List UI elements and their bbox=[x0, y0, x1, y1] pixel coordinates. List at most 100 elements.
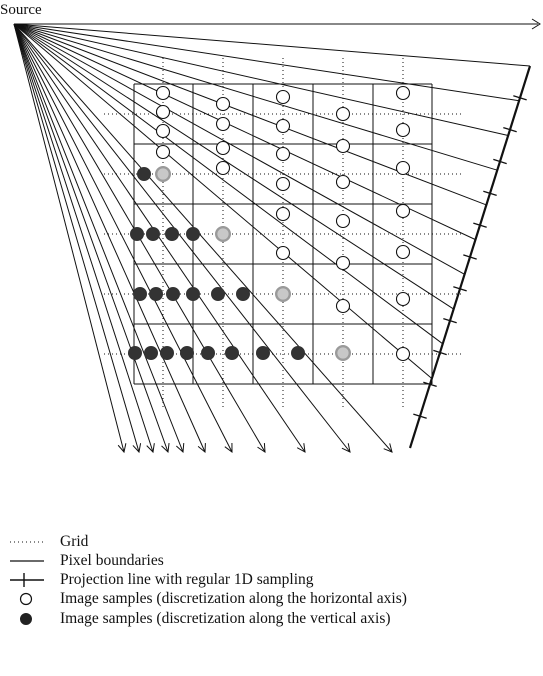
projection-tick bbox=[513, 95, 527, 101]
open-sample bbox=[335, 174, 351, 190]
filled-sample bbox=[211, 287, 225, 301]
projection-tick bbox=[503, 126, 517, 133]
filled-sample bbox=[160, 346, 174, 360]
intersection-sample bbox=[275, 286, 292, 303]
filled-sample bbox=[146, 227, 160, 241]
open-sample bbox=[155, 144, 171, 160]
filled-sample bbox=[166, 287, 180, 301]
filled-sample bbox=[128, 346, 142, 360]
ray-arrowhead bbox=[176, 443, 185, 454]
ray bbox=[13, 23, 169, 453]
ray bbox=[13, 23, 465, 275]
open-sample bbox=[215, 140, 231, 156]
pixel-boundaries bbox=[133, 83, 433, 385]
legend-label-projection-line: Projection line with regular 1D sampling bbox=[60, 571, 314, 588]
solid-line-icon bbox=[10, 560, 44, 562]
ray bbox=[13, 23, 433, 379]
filled-circle-icon bbox=[20, 613, 32, 625]
filled-sample bbox=[236, 287, 250, 301]
legend-item-filled-samples: Image samples (discretization along the … bbox=[0, 609, 543, 629]
filled-sample bbox=[133, 287, 147, 301]
ray bbox=[13, 23, 306, 453]
filled-sample bbox=[137, 167, 151, 181]
ray bbox=[13, 23, 487, 206]
filled-sample bbox=[165, 227, 179, 241]
ray-arrowhead bbox=[296, 443, 306, 453]
open-sample bbox=[335, 298, 351, 314]
projection-tick bbox=[433, 349, 447, 356]
open-circle-icon bbox=[19, 592, 33, 606]
intersection-sample bbox=[154, 165, 171, 182]
filled-sample bbox=[291, 346, 305, 360]
filled-sample bbox=[201, 346, 215, 360]
open-sample bbox=[335, 138, 351, 154]
intersection-sample bbox=[214, 225, 231, 242]
projection-tick bbox=[493, 158, 507, 165]
ray bbox=[13, 23, 233, 453]
source-label: Source bbox=[0, 2, 42, 18]
open-sample bbox=[275, 245, 291, 261]
ray bbox=[13, 23, 498, 171]
ray bbox=[13, 23, 140, 453]
open-sample bbox=[155, 123, 171, 139]
ray bbox=[13, 23, 125, 453]
legend-item-pixel-boundaries: Pixel boundaries bbox=[0, 551, 543, 571]
ray bbox=[13, 23, 454, 310]
legend-label-pixel-boundaries: Pixel boundaries bbox=[60, 552, 164, 569]
discretization-diagram: Source bbox=[0, 2, 541, 454]
filled-sample bbox=[225, 346, 239, 360]
projection-tick bbox=[443, 317, 457, 324]
projection-tick bbox=[423, 381, 437, 388]
ray bbox=[13, 23, 531, 67]
legend-item-open-samples: Image samples (discretization along the … bbox=[0, 589, 543, 609]
ray bbox=[13, 23, 154, 453]
projection-tick bbox=[473, 222, 487, 228]
legend-label-grid: Grid bbox=[60, 533, 89, 550]
ray-arrowhead bbox=[161, 443, 170, 454]
open-sample bbox=[215, 116, 231, 132]
filled-sample bbox=[186, 287, 200, 301]
open-sample bbox=[275, 118, 291, 134]
open-sample bbox=[395, 244, 411, 260]
legend-item-grid: Grid bbox=[0, 532, 543, 552]
ray bbox=[13, 23, 476, 241]
projection-tick bbox=[483, 190, 497, 197]
open-sample bbox=[335, 106, 351, 122]
projection-tick bbox=[413, 413, 427, 419]
open-sample bbox=[335, 213, 351, 229]
open-sample bbox=[275, 176, 291, 192]
ray bbox=[13, 23, 184, 453]
open-sample bbox=[215, 160, 231, 176]
projection-rays bbox=[13, 18, 541, 454]
filled-sample bbox=[144, 346, 158, 360]
ray-arrowhead bbox=[531, 18, 541, 30]
open-sample bbox=[275, 206, 291, 222]
ray-arrowhead bbox=[383, 443, 393, 453]
open-sample bbox=[395, 203, 411, 219]
ray bbox=[13, 23, 351, 453]
image-samples bbox=[128, 85, 411, 362]
open-sample bbox=[275, 89, 291, 105]
open-sample bbox=[335, 255, 351, 271]
ray-arrowhead bbox=[197, 443, 206, 454]
open-sample bbox=[215, 96, 231, 112]
legend-label-open-samples: Image samples (discretization along the … bbox=[60, 590, 407, 607]
filled-sample bbox=[149, 287, 163, 301]
legend-label-filled-samples: Image samples (discretization along the … bbox=[60, 610, 391, 627]
open-sample bbox=[155, 104, 171, 120]
filled-sample bbox=[256, 346, 270, 360]
open-sample bbox=[275, 146, 291, 162]
ray bbox=[13, 23, 444, 345]
ray-arrowhead bbox=[224, 443, 233, 453]
ray-arrowhead bbox=[257, 443, 266, 453]
tick-line-icon bbox=[10, 573, 44, 587]
projection-tick bbox=[453, 286, 467, 292]
projection-tick bbox=[463, 254, 477, 260]
open-sample bbox=[395, 122, 411, 138]
filled-sample bbox=[130, 227, 144, 241]
open-sample bbox=[395, 160, 411, 176]
open-sample bbox=[155, 85, 171, 101]
dotted-line-icon bbox=[10, 541, 44, 543]
ray-arrowhead bbox=[132, 443, 142, 454]
open-sample bbox=[395, 85, 411, 101]
